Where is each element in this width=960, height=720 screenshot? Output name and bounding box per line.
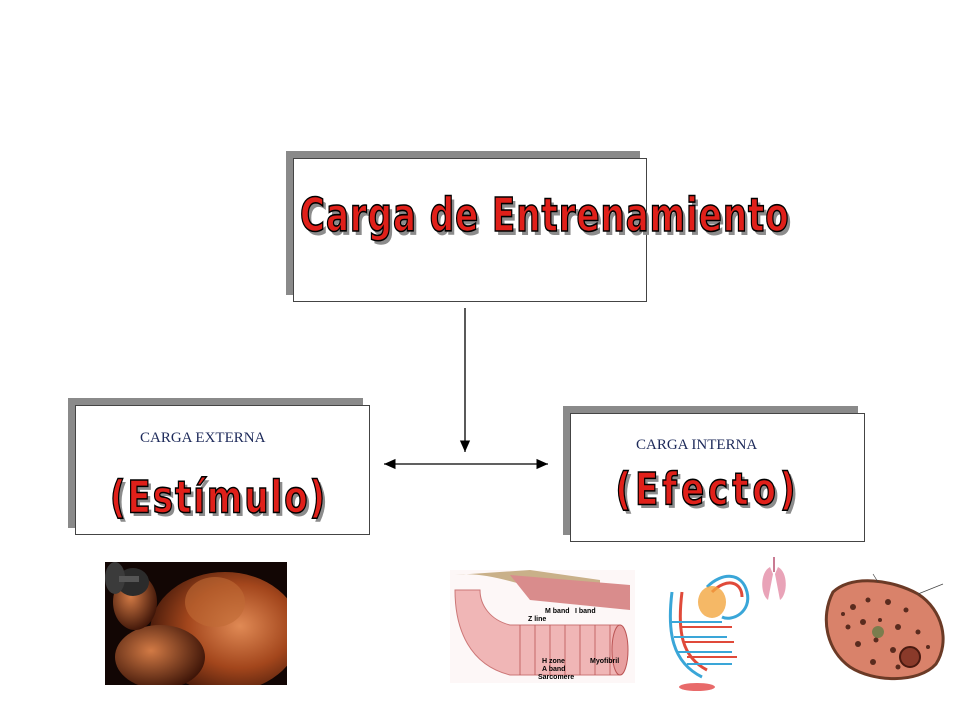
internal-load-box <box>570 413 865 542</box>
m-band-label: M band <box>545 608 570 615</box>
bodybuilder-image <box>105 562 287 685</box>
sarcomere-illustration: M band I band Z line H zone A band Sarco… <box>450 570 635 683</box>
circulatory-system-illustration <box>652 552 800 700</box>
internal-load-caption: CARGA INTERNA <box>636 437 758 453</box>
z-line-label: Z line <box>528 616 547 623</box>
stimulus-title: (Estímulo) <box>109 471 328 525</box>
sarcomere-label: Sarcomere <box>538 674 575 681</box>
effect-title: (Efecto) <box>615 463 800 517</box>
training-load-box <box>293 158 647 302</box>
h-zone-label: H zone <box>542 658 565 665</box>
cell-illustration <box>818 572 958 687</box>
myofibril-label: Myofibril <box>590 658 620 665</box>
external-load-caption: CARGA EXTERNA <box>140 430 266 446</box>
a-band-label: A band <box>542 666 566 673</box>
external-load-box <box>75 405 370 535</box>
i-band-label: I band <box>575 608 596 615</box>
